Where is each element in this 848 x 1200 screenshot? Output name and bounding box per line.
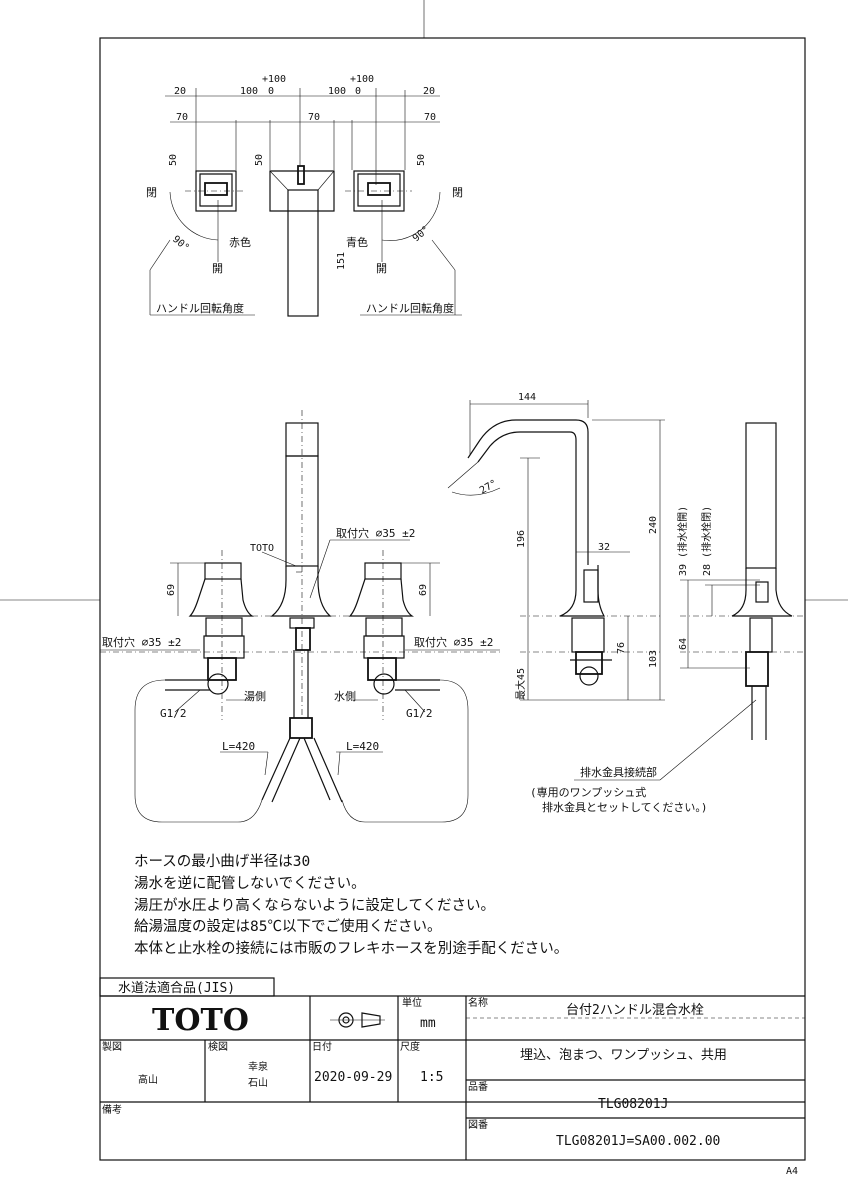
dim-100-right: 100 — [328, 86, 346, 97]
checked-by-2: 石山 — [248, 1077, 268, 1089]
note-5: 本体と止水栓の接続には市販のフレキホースを別途手配ください。 — [134, 940, 568, 957]
front-view: 69 69 TOTO 取付穴 ∅35 ±2 取付穴 ∅35 ±2 取付穴 ∅35… — [100, 410, 500, 823]
projection-symbol — [330, 1012, 385, 1028]
angle-90-right: 90° — [411, 224, 432, 244]
dim-20-left: 20 — [174, 86, 186, 97]
part-label: 品番 — [468, 1081, 488, 1093]
hose-length-left: L=420 — [222, 740, 255, 753]
side-view: 144 27° 196 最大45 240 103 76 32 39 (排水栓開)… — [447, 392, 805, 814]
angle-90-left: 90° — [170, 234, 191, 254]
dim-50-mid: 50 — [254, 154, 265, 166]
title-block: 水道法適合品(JIS) TOTO 単位 mm 名称 台付2ハンドル混合水栓 埋込… — [99, 977, 805, 1177]
dim-max45: 最大45 — [514, 668, 527, 700]
note-2: 湯水を逆に配管しないでください。 — [134, 875, 366, 892]
dim-70-mid: 70 — [308, 112, 320, 123]
toto-logo: TOTO — [152, 1003, 249, 1038]
drain-note-2: 排水金具とセットしてください。) — [542, 800, 707, 814]
drawn-label: 製図 — [102, 1040, 122, 1053]
label-red: 赤色 — [229, 235, 251, 249]
unit-label: 単位 — [402, 996, 422, 1009]
checked-label: 検図 — [208, 1040, 228, 1053]
scale-label: 尺度 — [400, 1040, 420, 1053]
dim-plus100-right: +100 — [350, 74, 374, 85]
label-closed-right: 閉 — [452, 186, 463, 199]
dim-69-left: 69 — [166, 584, 177, 596]
dim-100-left: 100 — [240, 86, 258, 97]
mount-hole-left: 取付穴 ∅35 ±2 — [102, 635, 181, 649]
drawing-border — [99, 37, 806, 1161]
angle-27: 27° — [478, 478, 499, 497]
dim-64: 64 — [678, 638, 689, 650]
rotation-label-left: ハンドル回転角度 — [156, 301, 244, 315]
toto-mark-label: TOTO — [250, 543, 274, 554]
g12-left: G1/2 — [160, 707, 187, 720]
dim-32: 32 — [598, 542, 610, 553]
label-blue: 青色 — [346, 235, 368, 249]
dim-240: 240 — [648, 516, 659, 534]
label-open-left: 開 — [212, 262, 223, 275]
drawn-by: 高山 — [138, 1073, 158, 1086]
product-name: 台付2ハンドル混合水栓 — [566, 1003, 704, 1018]
dim-20-right: 20 — [423, 86, 435, 97]
date-label: 日付 — [312, 1040, 332, 1053]
dim-70-left: 70 — [176, 112, 188, 123]
drawing-no-label: 図番 — [468, 1119, 488, 1131]
dim-151: 151 — [336, 252, 347, 270]
dim-76: 76 — [616, 642, 627, 654]
drain-note-1: (専用のワンプッシュ式 — [530, 786, 646, 799]
remarks-label: 備考 — [102, 1103, 122, 1116]
note-1: ホースの最小曲げ半径は30 — [134, 853, 310, 870]
drawing-number: TLG08201J=SA00.002.00 — [556, 1134, 720, 1149]
mount-hole-center: 取付穴 ∅35 ±2 — [336, 526, 415, 540]
g12-right: G1/2 — [406, 707, 433, 720]
date-value: 2020-09-29 — [314, 1070, 392, 1085]
label-open-right: 開 — [376, 262, 387, 275]
mount-hole-right: 取付穴 ∅35 ±2 — [414, 635, 493, 649]
dim-50-left: 50 — [168, 154, 179, 166]
rotation-label-right: ハンドル回転角度 — [366, 301, 454, 315]
drain-label: 排水金具接続部 — [580, 765, 657, 779]
product-name-2: 埋込、泡まつ、ワンプッシュ、共用 — [520, 1048, 727, 1063]
note-4: 給湯温度の設定は85℃以下でご使用ください。 — [134, 918, 441, 935]
jis-label: 水道法適合品(JIS) — [118, 980, 235, 996]
dim-50-right: 50 — [416, 154, 427, 166]
dim-0-right: 0 — [355, 86, 361, 97]
checked-by-1: 幸泉 — [248, 1060, 268, 1073]
dim-144: 144 — [518, 392, 536, 403]
dim-70-right: 70 — [424, 112, 436, 123]
dim-69-right: 69 — [418, 584, 429, 596]
part-number: TLG08201J — [598, 1097, 668, 1112]
top-view: 20 100 0 +100 100 0 +100 20 70 70 70 50 … — [146, 74, 463, 317]
scale-value: 1:5 — [420, 1070, 443, 1085]
label-closed-left: 閉 — [146, 186, 157, 199]
unit-value: mm — [420, 1016, 436, 1031]
name-label: 名称 — [468, 996, 488, 1009]
paper-size: A4 — [786, 1166, 798, 1177]
cold-side-label: 水側 — [334, 690, 356, 703]
dim-0-left: 0 — [268, 86, 274, 97]
note-3: 湯圧が水圧より高くならないように設定してください。 — [134, 897, 495, 914]
dim-196: 196 — [516, 530, 527, 548]
dim-39: 39 (排水栓開) — [676, 506, 689, 576]
hose-length-right: L=420 — [346, 740, 379, 753]
dim-103: 103 — [648, 650, 659, 668]
notes-block: ホースの最小曲げ半径は30 湯水を逆に配管しないでください。 湯圧が水圧より高く… — [134, 853, 568, 957]
dim-plus100-left: +100 — [262, 74, 286, 85]
hot-side-label: 湯側 — [244, 690, 266, 703]
dim-28: 28 (排水栓閉) — [700, 506, 713, 576]
